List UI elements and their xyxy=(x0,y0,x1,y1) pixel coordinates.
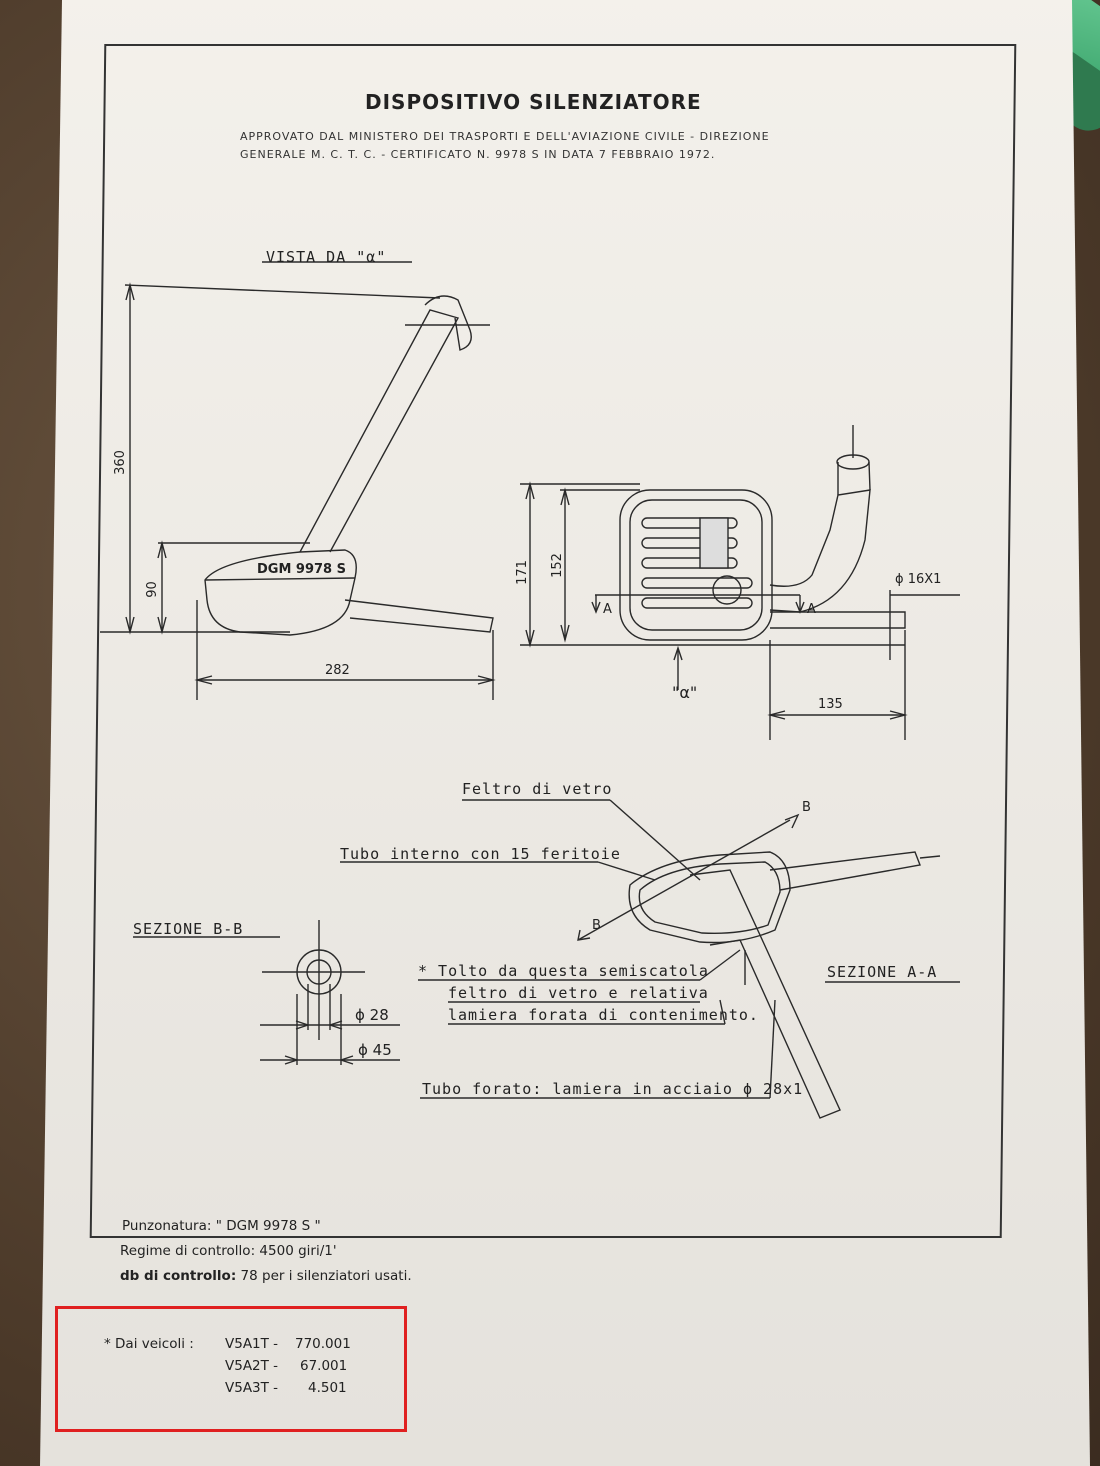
callout-tubo-forato: Tubo forato: lamiera in acciaio ϕ 28x1 xyxy=(422,1080,804,1098)
callout-feltro: Feltro di vetro xyxy=(462,780,613,798)
inclined-pipe xyxy=(299,309,460,553)
dim-label-16: ϕ 16X1 xyxy=(895,572,942,587)
dim-label-171: 171 xyxy=(514,560,530,585)
dim-label-28: ϕ 28 xyxy=(355,1006,389,1024)
highlight-box xyxy=(55,1306,407,1432)
callout-tubo-interno: Tubo interno con 15 feritoie xyxy=(340,845,621,863)
dim-label-152: 152 xyxy=(549,553,565,578)
view-label: VISTA DA "α" xyxy=(266,248,387,266)
punzonatura-line: Punzonatura: " DGM 9978 S " xyxy=(122,1218,321,1234)
dim-label-90: 90 xyxy=(144,581,160,598)
regime-line: Regime di controllo: 4500 giri/1' xyxy=(120,1243,337,1259)
arrow-b-bottom: B xyxy=(592,918,601,933)
callout-tolto-2: feltro di vetro e relativa xyxy=(448,984,709,1002)
outlet-pipe xyxy=(770,611,906,629)
arrow-b-top: B xyxy=(802,800,811,815)
vehicle-model-2: V5A2T - xyxy=(225,1358,279,1374)
section-aa-body xyxy=(628,851,791,944)
vehicles-label: * Dai veicoli : xyxy=(104,1336,194,1352)
inner-tube-circle xyxy=(712,575,742,605)
glass-felt-pad xyxy=(699,517,729,569)
vehicle-model-3: V5A3T - xyxy=(225,1380,279,1396)
regime-label: Regime di controllo: xyxy=(120,1243,256,1259)
alpha-marker: "α" xyxy=(672,683,698,702)
tail-pipe-side xyxy=(344,599,494,633)
section-aa-inclined-tube xyxy=(689,869,841,1119)
vehicle-number-3: 4.501 xyxy=(308,1380,347,1396)
page-title: DISPOSITIVO SILENZIATORE xyxy=(365,90,702,114)
vehicle-model-1: V5A1T - xyxy=(225,1336,279,1352)
subtitle-line-1: APPROVATO DAL MINISTERO DEI TRASPORTI E … xyxy=(240,130,770,143)
stamp-label: DGM 9978 S xyxy=(257,562,346,577)
document-page xyxy=(40,0,1090,1466)
db-line: db di controllo: 78 per i silenziatori u… xyxy=(120,1268,412,1284)
arrow-a-left: A xyxy=(603,602,612,617)
dim-label-282: 282 xyxy=(325,663,350,678)
arrow-a-right: A xyxy=(807,602,816,617)
db-value: 78 per i silenziatori usati. xyxy=(240,1268,412,1284)
dim-label-45: ϕ 45 xyxy=(358,1041,392,1059)
punzonatura-label: Punzonatura: xyxy=(122,1218,212,1234)
outlet-elbow xyxy=(769,489,871,613)
callout-tolto-3: lamiera forata di contenimento. xyxy=(448,1006,759,1024)
section-aa-outlet xyxy=(769,851,921,891)
muffler-front-body xyxy=(619,489,773,641)
vehicle-number-2: 67.001 xyxy=(300,1358,348,1374)
vehicle-number-1: 770.001 xyxy=(295,1336,351,1352)
section-b-cut xyxy=(577,819,791,941)
ext-line-top xyxy=(124,284,441,299)
punzonatura-value: " DGM 9978 S " xyxy=(215,1218,321,1234)
subtitle-line-2: GENERALE M. C. T. C. - CERTIFICATO N. 99… xyxy=(240,148,716,161)
db-label: db di controllo: xyxy=(120,1268,237,1284)
dim-label-360: 360 xyxy=(112,450,128,475)
section-aa-label: SEZIONE A-A xyxy=(827,963,938,981)
section-bb-label: SEZIONE B-B xyxy=(133,920,244,938)
muffler-slots xyxy=(641,517,753,609)
regime-value: 4500 giri/1' xyxy=(259,1243,337,1259)
callout-tolto-1: * Tolto da questa semiscatola xyxy=(418,962,709,980)
dim-label-135: 135 xyxy=(818,697,843,712)
